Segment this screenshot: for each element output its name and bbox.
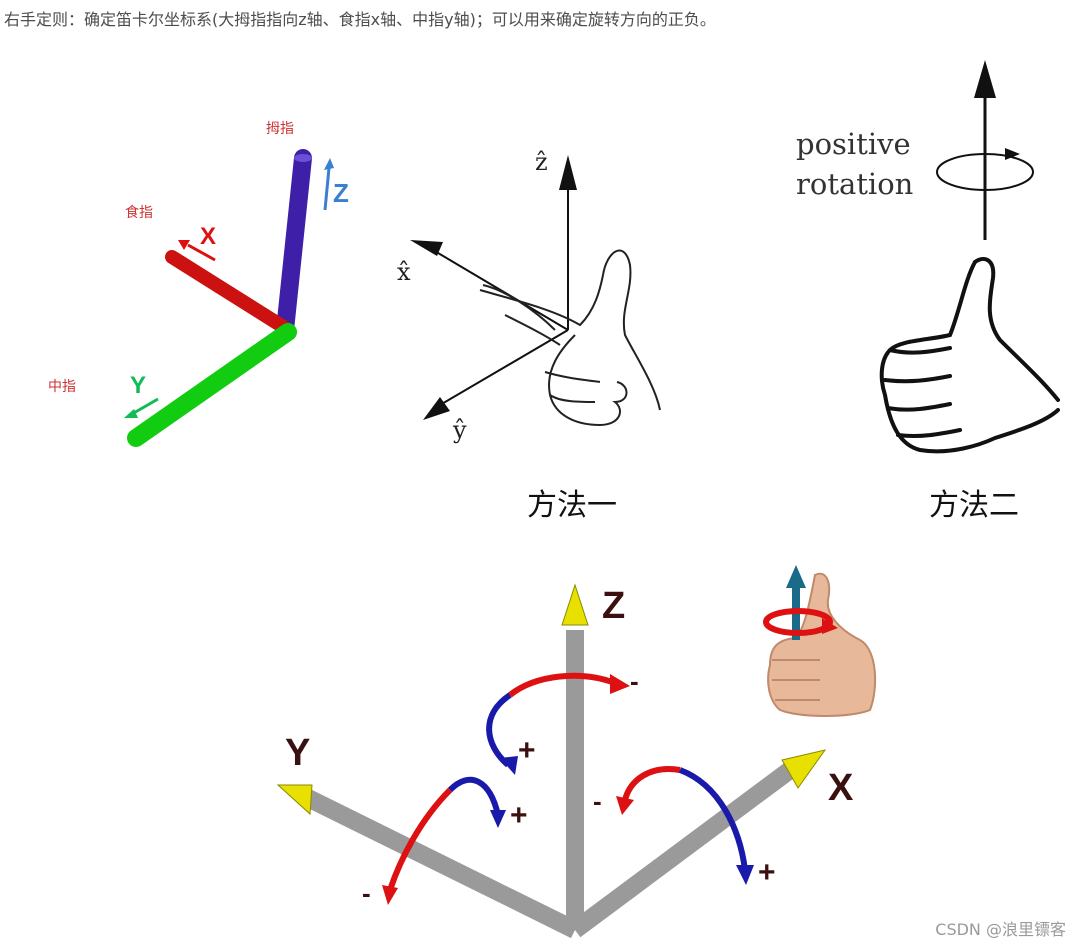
z-plus-sign: + [518, 734, 536, 767]
z-small-arrow [323, 167, 331, 211]
x-minus-sign: - [593, 786, 602, 816]
x-letter: X [200, 223, 216, 250]
y-minus-sign: - [362, 878, 371, 908]
finger-axes-svg: Z X Y [124, 149, 349, 447]
hand-drawing-svg: ẑ x̂ ŷ [397, 148, 661, 444]
method-one-label: 方法一 [527, 488, 617, 523]
x-small-arrow [187, 243, 216, 262]
y-axis-rod [304, 789, 579, 939]
z-letter: Z [333, 178, 349, 208]
hand-outline [479, 249, 661, 427]
rotation-axes-svg: Z Y X - + + - - + [276, 583, 854, 939]
hand-shape [767, 572, 877, 717]
positive-word: positive [796, 127, 911, 161]
thumb-label: 拇指 [266, 121, 294, 137]
z-plus-arc [486, 692, 512, 768]
x-axis-letter: X [828, 767, 854, 809]
x-axis-tip [781, 749, 827, 789]
y-hat-axis [439, 329, 569, 406]
z-minus-arrowhead [610, 674, 630, 694]
finger-axes-figure: 拇指 食指 中指 Z X Y [40, 110, 370, 460]
rotation-axes-figure: Z Y X - + + - - + [270, 570, 870, 940]
y-axis-tip [276, 784, 313, 816]
z-axis-letter: Z [602, 585, 625, 627]
y-axis-bar [127, 323, 297, 447]
index-finger-label: 食指 [125, 205, 153, 221]
y-hat-label: ŷ [452, 416, 467, 444]
x-hat-arrowhead [410, 240, 443, 256]
method-two-figure: positive rotation [780, 50, 1070, 470]
z-plus-arrowhead [500, 756, 518, 775]
y-letter: Y [130, 372, 146, 399]
z-hat-label: ẑ [535, 148, 548, 176]
z-axis-cap [294, 154, 312, 162]
y-axis-letter: Y [285, 732, 310, 774]
rotation-arrowhead [1005, 148, 1020, 160]
y-plus-arrowhead [490, 810, 506, 828]
x-hat-label: x̂ [397, 258, 411, 286]
x-axis-bar [165, 250, 292, 335]
hand-rotation-svg [763, 565, 877, 717]
thumb-rotation-svg [879, 60, 1060, 454]
caption-text: 右手定则：确定笛卡尔坐标系(大拇指指向z轴、食指x轴、中指y轴)；可以用来确定旋… [4, 10, 716, 29]
y-plus-sign: + [510, 799, 528, 832]
z-hat-arrowhead [559, 155, 577, 190]
z-minus-sign: - [630, 666, 639, 696]
y-small-arrowhead [124, 409, 138, 418]
rotation-ellipse [936, 153, 1034, 191]
x-plus-arc [678, 767, 748, 871]
y-minus-arc [387, 787, 453, 891]
middle-finger-label: 中指 [48, 379, 76, 395]
method-one-figure: ẑ x̂ ŷ [385, 140, 685, 460]
z-minus-arc [508, 672, 617, 698]
hand-rotation-illustration [760, 560, 880, 720]
z-axis-tip [561, 583, 589, 626]
x-minus-arc [622, 766, 681, 801]
x-minus-arrowhead [616, 796, 634, 815]
y-hat-arrowhead [423, 397, 450, 420]
thumb-outline [879, 257, 1060, 454]
positive-rotation-text: positive rotation [796, 124, 913, 204]
z-small-arrowhead [324, 158, 334, 170]
rotation-word: rotation [796, 167, 914, 201]
y-small-arrow [131, 397, 159, 416]
x-plus-sign: + [758, 856, 776, 889]
red-rotation-arrowhead [822, 618, 838, 634]
x-plus-arrowhead [736, 865, 754, 885]
x-axis-rod [569, 762, 796, 938]
x-hat-axis [432, 249, 569, 331]
x-small-arrowhead [178, 240, 190, 250]
thumb-axis-arrowhead [786, 565, 806, 588]
y-plus-arc [447, 776, 501, 816]
y-minus-arrowhead [382, 885, 398, 905]
red-rotation-ring [763, 608, 833, 636]
z-axis-bar [276, 149, 312, 339]
watermark: CSDN @浪里镖客 [935, 920, 1066, 939]
rotation-axis-arrowhead [974, 60, 996, 98]
method-two-label: 方法二 [929, 488, 1019, 523]
